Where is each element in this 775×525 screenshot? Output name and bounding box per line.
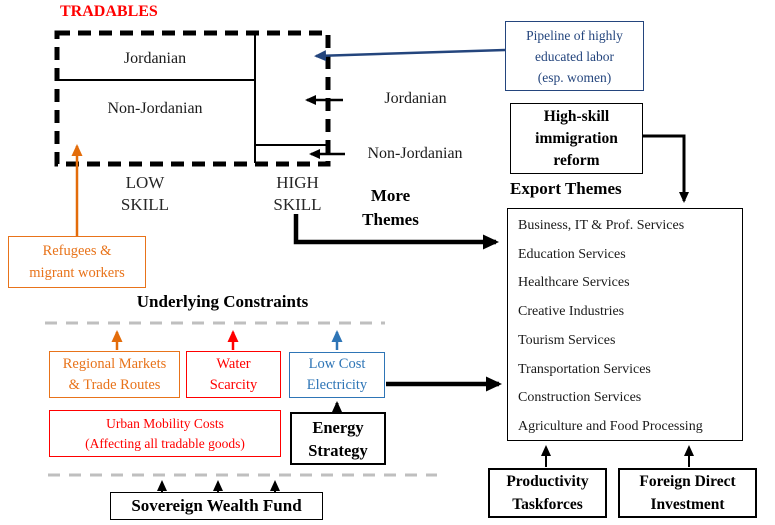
foreign-direct-investment-box: Foreign Direct Investment (618, 468, 757, 518)
export-item: Construction Services (518, 390, 642, 406)
low-cost-electricity-box: Low Cost Electricity (289, 352, 385, 398)
export-themes-heading: Export Themes (510, 179, 622, 198)
export-item: Creative Industries (518, 304, 625, 320)
pipeline-educated-labor-box: Pipeline of highly educated labor (esp. … (505, 21, 644, 91)
jordanian-right-label: Jordanian (384, 90, 447, 107)
export-item: Tourism Services (518, 332, 616, 348)
more-themes-arrow (293, 214, 499, 250)
tradables-dashed-box (54, 30, 331, 167)
tradables-title: TRADABLES (60, 3, 158, 20)
reform-to-export-arrow (643, 134, 689, 203)
export-item: Business, IT & Prof. Services (518, 218, 685, 233)
high-skill-immigration-reform-box: High-skill immigration reform (510, 103, 643, 174)
export-themes-list-box: Business, IT & Prof. Services Education … (507, 208, 743, 441)
regional-markets-box: Regional Markets & Trade Routes (49, 351, 180, 398)
pipeline-arrow (314, 48, 506, 62)
more-themes-label: More Themes (362, 186, 419, 229)
export-item: Education Services (518, 246, 626, 262)
energy-strategy-box: Energy Strategy (290, 412, 386, 465)
refugees-migrant-workers-box: Refugees & migrant workers (8, 236, 146, 288)
urban-mobility-costs-box: Urban Mobility Costs (Affecting all trad… (49, 410, 281, 457)
matrix-jordanian-label: Jordanian (123, 50, 187, 67)
high-skill-label: HIGH SKILL (273, 173, 322, 214)
export-item: Agriculture and Food Processing (518, 418, 703, 434)
water-scarcity-box: Water Scarcity (186, 351, 281, 398)
productivity-taskforces-box: Productivity Taskforces (488, 468, 607, 518)
sovereign-wealth-fund-box: Sovereign Wealth Fund (110, 492, 323, 520)
export-item: Transportation Services (518, 361, 651, 377)
matrix-non-jordanian-label: Non-Jordanian (107, 100, 203, 117)
non-jordanian-right-label: Non-Jordanian (367, 145, 463, 162)
export-item: Healthcare Services (518, 275, 630, 291)
low-skill-label: LOW SKILL (120, 173, 170, 214)
underlying-constraints-heading: Underlying Constraints (136, 292, 309, 311)
